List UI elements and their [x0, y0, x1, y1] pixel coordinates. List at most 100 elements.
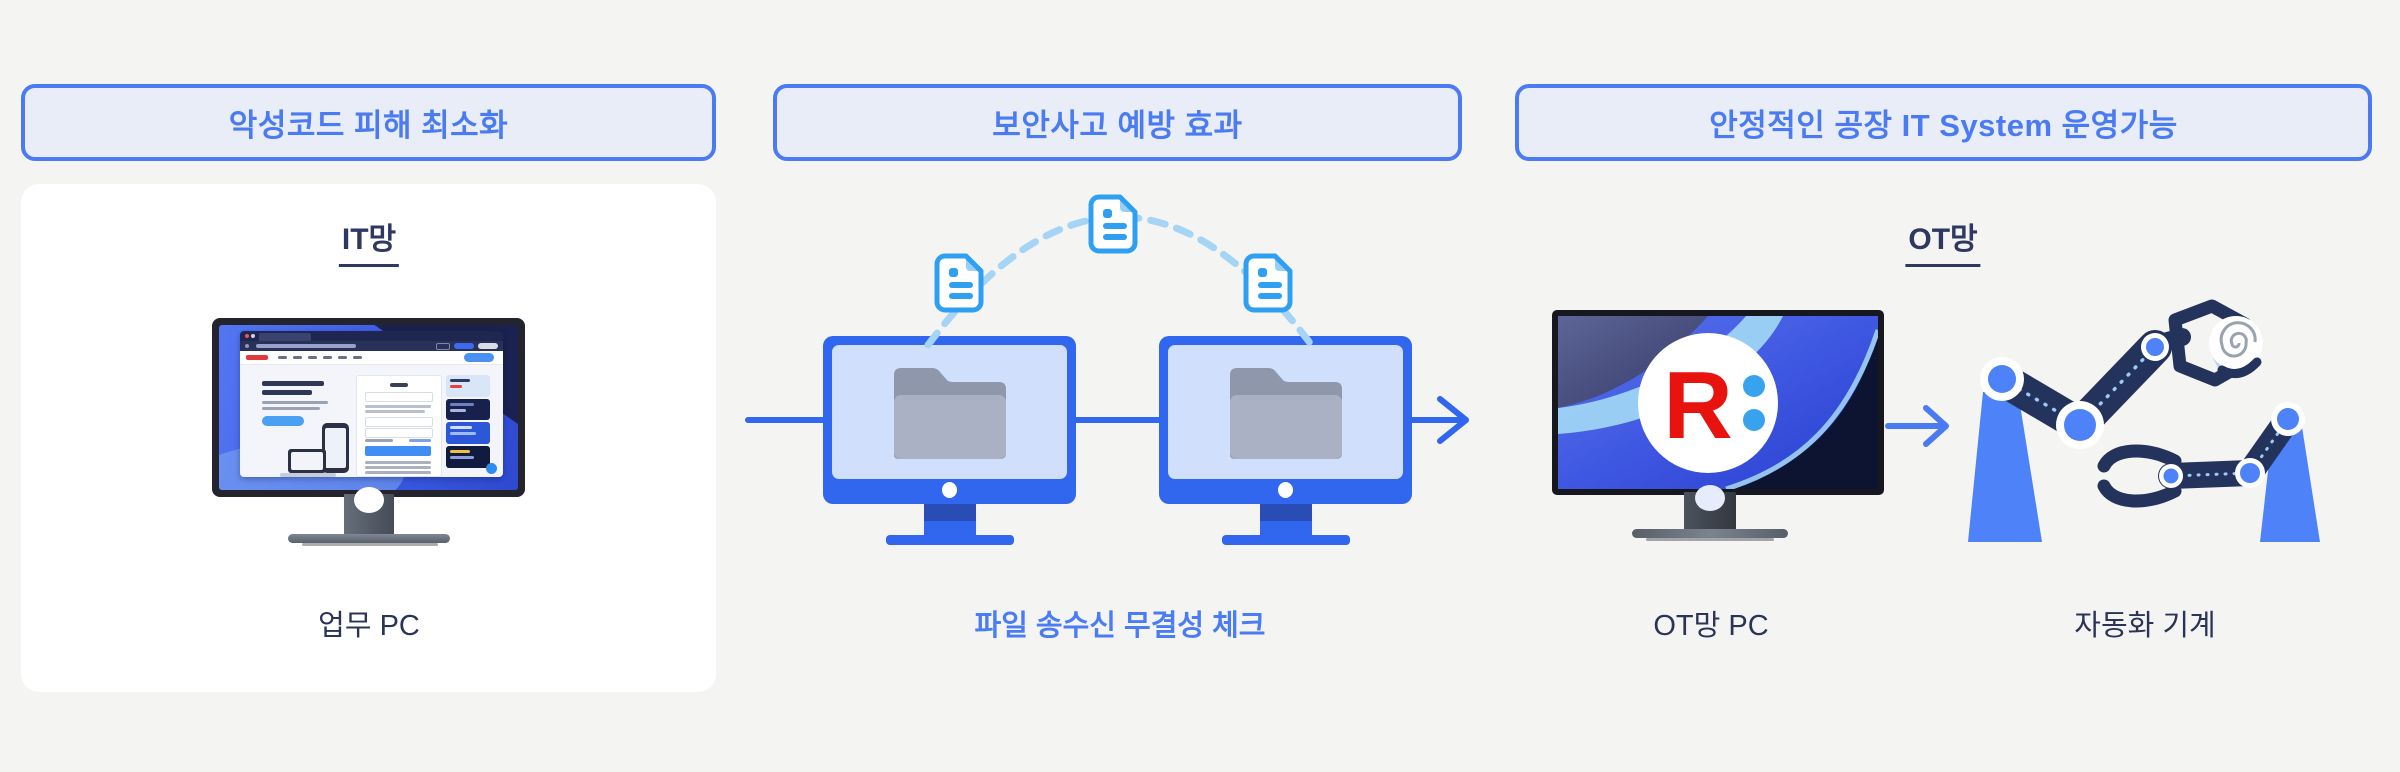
login-checkbox-line — [365, 439, 393, 442]
window-dot-icon — [245, 334, 249, 338]
menu-item — [278, 356, 287, 359]
ot-pc-stand-shadow — [1646, 538, 1774, 541]
hero-cta-button — [262, 416, 304, 426]
receiver-stand-neck — [1260, 521, 1312, 537]
hero-heading-line — [262, 390, 312, 395]
site-nav-bar — [240, 351, 503, 365]
work-pc-stand-shadow — [302, 543, 438, 546]
login-note-line — [365, 410, 425, 413]
banner-text — [450, 426, 472, 429]
phone-screen — [325, 428, 346, 468]
coil-roll — [2209, 316, 2263, 370]
work-pc-monitor — [212, 318, 525, 497]
sender-screen — [832, 345, 1067, 479]
banner-text — [450, 379, 470, 382]
browser-address-bar — [240, 341, 503, 351]
robot2-gripper-upper — [2097, 444, 2182, 473]
browser-window — [240, 331, 503, 477]
r-logo-letter: R — [1663, 352, 1732, 459]
coil-spiral-icon — [2219, 321, 2257, 358]
sender-stand-base — [886, 535, 1014, 545]
hero-text-line — [262, 407, 320, 410]
login-input — [365, 392, 433, 402]
r-logo-circle — [1638, 333, 1778, 473]
receiver-stand-neck — [1260, 504, 1312, 521]
header-malware-minimize: 악성코드 피해 최소화 — [21, 84, 716, 161]
document-icon — [937, 256, 981, 310]
login-button — [365, 446, 431, 456]
menu-item — [323, 356, 332, 359]
login-card — [356, 375, 442, 477]
work-pc-stand-arch — [354, 487, 384, 513]
login-input — [365, 428, 433, 438]
header-stable-ot-label: 안정적인 공장 IT System 운영가능 — [1709, 108, 2178, 143]
folder-icon — [1230, 368, 1342, 459]
ot-pc-screen: R — [1558, 316, 1878, 489]
login-title — [390, 383, 408, 387]
receiver-monitor — [1159, 336, 1412, 504]
sender-stand-neck — [924, 521, 976, 537]
joint-icon — [1988, 365, 2016, 393]
table-row-line — [365, 471, 431, 474]
arrowhead-icon — [1923, 405, 1949, 447]
addr-chip-blue — [454, 343, 474, 349]
table-row-line — [365, 466, 431, 469]
banner-text — [450, 403, 474, 406]
site-body — [240, 365, 503, 477]
work-pc-stand-base — [288, 534, 450, 543]
hero-text-line — [262, 401, 328, 404]
url-text — [256, 344, 356, 348]
robot2-dotted-guide — [2169, 417, 2290, 478]
file-transfer-arc — [924, 180, 1314, 349]
menu-item — [353, 356, 362, 359]
banner-tile — [446, 399, 490, 420]
nav-cta-button — [464, 353, 494, 362]
automation-machine-label: 자동화 기계 — [2074, 610, 2216, 642]
header-malware-label: 악성코드 피해 최소화 — [228, 108, 509, 143]
monitor-power-dot — [942, 482, 957, 498]
receiver-screen — [1168, 345, 1403, 479]
laptop-screen — [291, 452, 323, 470]
ot-network-label: OT망 — [1905, 214, 1981, 267]
nav-back-icon — [245, 344, 249, 348]
wallpaper-arc-line — [1725, 329, 1878, 489]
banner-text — [450, 409, 466, 412]
joint-icon — [2146, 338, 2164, 356]
document-icon — [1246, 256, 1290, 310]
wallpaper-dark-wedge — [1730, 334, 1878, 489]
robot1-lower-finger — [2217, 357, 2262, 379]
sender-stand-neck — [924, 504, 976, 521]
ot-pc-stand-arch — [1695, 485, 1725, 511]
ot-pc-label: OT망 PC — [1653, 610, 1769, 642]
wallpaper-slate-corner — [1558, 316, 1708, 408]
hero-heading-line — [262, 381, 324, 386]
banner-text — [450, 456, 474, 459]
integrity-check-caption: 파일 송수신 무결성 체크 — [974, 610, 1266, 642]
window-dot-icon — [251, 334, 255, 338]
ot-arrow — [1885, 405, 1949, 447]
joint-icon — [2240, 463, 2260, 483]
ot-pc-monitor: R — [1552, 310, 1884, 495]
menu-item — [338, 356, 347, 359]
menu-item — [308, 356, 317, 359]
banner-tile — [446, 422, 490, 444]
robot1-pedestal — [1968, 392, 2042, 542]
arrowhead-icon — [1437, 396, 1469, 444]
ot-pc-stand-base — [1632, 529, 1788, 538]
monitor-power-dot — [1278, 482, 1293, 498]
addr-chip — [436, 343, 450, 350]
banner-tile — [446, 446, 490, 468]
login-input — [365, 417, 433, 427]
browser-tab — [259, 333, 311, 341]
laptop-base — [280, 473, 336, 477]
joint-icon — [2277, 408, 2299, 430]
work-pc-label: 업무 PC — [318, 610, 420, 642]
joint-icon — [2064, 409, 2096, 441]
folder-icon — [894, 368, 1006, 459]
login-note-line — [365, 405, 431, 408]
site-logo — [246, 355, 268, 360]
header-prevention-label: 보안사고 예방 효과 — [992, 108, 1243, 143]
it-network-label: IT망 — [338, 214, 400, 267]
menu-item — [293, 356, 302, 359]
